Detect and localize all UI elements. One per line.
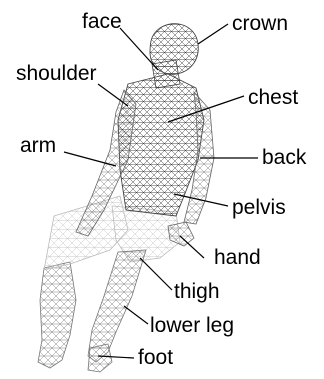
label-lower-leg: lower leg: [150, 314, 234, 337]
leader-lower-leg: [124, 306, 148, 324]
label-foot: foot: [138, 346, 173, 369]
label-chest: chest: [248, 86, 298, 109]
label-back: back: [262, 146, 307, 169]
label-hand: hand: [214, 246, 261, 269]
label-arm: arm: [20, 134, 56, 157]
leader-thigh: [140, 258, 172, 290]
head-mesh: [150, 24, 198, 75]
label-face: face: [82, 10, 122, 33]
left-lower-leg-mesh: [38, 262, 76, 368]
leader-crown: [198, 24, 228, 44]
label-thigh: thigh: [174, 280, 220, 303]
foot-mesh: [88, 344, 112, 372]
label-shoulder: shoulder: [16, 62, 97, 85]
label-pelvis: pelvis: [232, 196, 286, 219]
label-crown: crown: [232, 12, 288, 35]
